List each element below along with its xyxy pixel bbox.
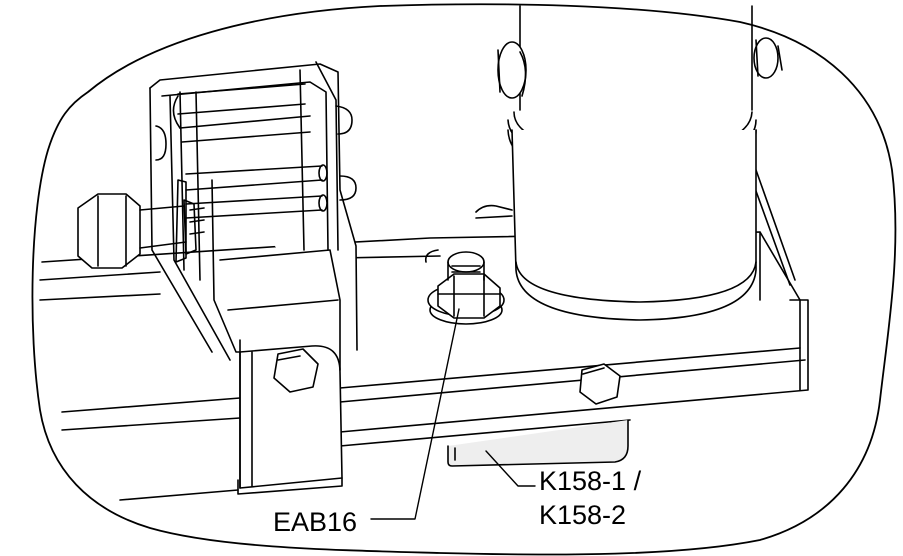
front-bolt xyxy=(579,363,621,405)
base-channel xyxy=(39,169,809,501)
leader-eab16 xyxy=(370,308,460,520)
k158-bracket xyxy=(447,419,629,467)
cylinder xyxy=(475,5,783,321)
clamp-assembly xyxy=(149,61,358,371)
callout-k158-line2: K158-2 xyxy=(539,500,627,530)
eab16-fitting xyxy=(424,249,505,325)
side-plate xyxy=(237,339,343,495)
leader-k158 xyxy=(485,450,536,487)
callout-k158-line1: K158-1 / xyxy=(539,466,642,496)
detail-boundary xyxy=(31,3,897,556)
hex-knob xyxy=(77,193,205,269)
callout-eab16: EAB16 xyxy=(273,507,358,537)
